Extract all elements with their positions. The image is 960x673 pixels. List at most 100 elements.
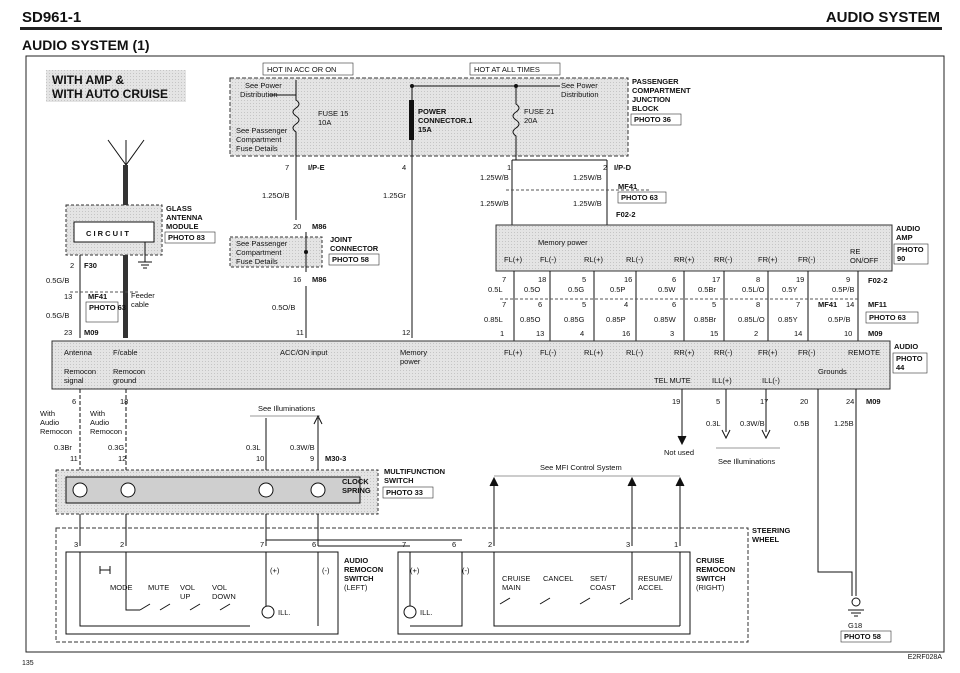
ground-symbol	[138, 242, 152, 269]
svg-text:PHOTO 58: PHOTO 58	[332, 255, 369, 264]
joint-connector: 20 M86 See Passenger Compartment Fuse De…	[229, 222, 380, 284]
page-number: 135	[22, 660, 34, 667]
section-title: AUDIO SYSTEM (1)	[22, 37, 150, 53]
amp-wire-color-bottom: 0.85P	[606, 315, 626, 324]
svg-text:2: 2	[120, 540, 124, 549]
amp-wire-color-top: 0.5L	[488, 285, 503, 294]
svg-text:PHOTO 58: PHOTO 58	[844, 632, 881, 641]
amp-pin-top: 16	[624, 275, 632, 284]
svg-text:0.3W/B: 0.3W/B	[290, 443, 315, 452]
svg-text:(RIGHT): (RIGHT)	[696, 583, 725, 592]
svg-text:CONNECTOR.1: CONNECTOR.1	[418, 116, 472, 125]
hot-always-label: HOT AT ALL TIMES	[474, 65, 540, 74]
amp-terminal-label: RL(+)	[584, 255, 603, 264]
svg-text:G18: G18	[848, 621, 862, 630]
amp-pin-mf41: 5	[712, 300, 716, 309]
svg-text:1.25W/B: 1.25W/B	[480, 199, 509, 208]
variant-label: WITH AMP & WITH AUTO CRUISE	[46, 70, 186, 102]
svg-text:Grounds: Grounds	[818, 367, 847, 376]
amp-wire-color-bottom: 0.5P/B	[828, 315, 851, 324]
svg-text:PHOTO 63: PHOTO 63	[869, 313, 906, 322]
audio-terminals: FL(+)FL(-)RL(+)RL(-)RR(+)RR(-)FR(+)FR(-)…	[504, 348, 880, 357]
audio-pin-m09: 13	[536, 329, 544, 338]
amp-pin-mf41: 4	[624, 300, 628, 309]
audio-terminal-label: RL(+)	[584, 348, 603, 357]
amp-wire-color-bottom: 0.85W	[654, 315, 677, 324]
pjb-photo: PHOTO 36	[634, 115, 671, 124]
svg-text:(+): (+)	[270, 566, 280, 575]
svg-text:3: 3	[626, 540, 630, 549]
glass-antenna-module: C I R C U I T GLASS ANTENNA MODULE PHOTO…	[65, 139, 216, 269]
svg-text:17: 17	[760, 397, 768, 406]
svg-text:M30-3: M30-3	[325, 454, 346, 463]
amp-pin-mf41: 6	[672, 300, 676, 309]
svg-text:See Power: See Power	[245, 81, 282, 90]
audio-pin-m09: 15	[710, 329, 718, 338]
svg-text:With: With	[40, 409, 55, 418]
svg-text:10: 10	[256, 454, 264, 463]
svg-text:6: 6	[452, 540, 456, 549]
amp-pin-top: 19	[796, 275, 804, 284]
amp-pin-mf41: 8	[756, 300, 760, 309]
svg-text:VOL: VOL	[180, 583, 195, 592]
svg-text:1.25W/B: 1.25W/B	[480, 173, 509, 182]
svg-text:Compartment: Compartment	[236, 135, 282, 144]
svg-text:0.3L: 0.3L	[706, 419, 721, 428]
audio-terminal-label: FR(+)	[758, 348, 778, 357]
svg-text:1: 1	[507, 163, 511, 172]
svg-text:(+): (+)	[410, 566, 420, 575]
svg-text:BLOCK: BLOCK	[632, 104, 659, 113]
svg-text:12: 12	[402, 328, 410, 337]
amp-pin-top: 8	[756, 275, 760, 284]
audio-terminal-label: FR(-)	[798, 348, 816, 357]
figure-code: E2RF028A	[907, 654, 942, 661]
svg-text:COAST: COAST	[590, 583, 616, 592]
svg-text:Remocon: Remocon	[90, 427, 122, 436]
svg-text:0.5B: 0.5B	[794, 419, 809, 428]
amp-memory-power: Memory power	[538, 238, 588, 247]
svg-text:0.3W/B: 0.3W/B	[740, 419, 765, 428]
svg-text:AUDIO: AUDIO	[344, 556, 368, 565]
svg-text:DOWN: DOWN	[212, 592, 236, 601]
connector-ipd: I/P-D	[614, 163, 632, 172]
amp-wire-color-top: 0.5P/B	[832, 285, 855, 294]
amp-pin-mf41: 7	[502, 300, 506, 309]
svg-text:6: 6	[312, 540, 316, 549]
amp-pin-top: 7	[502, 275, 506, 284]
svg-text:MODULE: MODULE	[166, 222, 199, 231]
svg-text:18: 18	[120, 397, 128, 406]
audio-terminal-label: RL(-)	[626, 348, 644, 357]
svg-text:ILL.: ILL.	[278, 608, 291, 617]
amp-wire-color-bottom: 0.85G	[564, 315, 585, 324]
audio-pin-m09: 2	[754, 329, 758, 338]
svg-text:Remocon: Remocon	[40, 427, 72, 436]
wire-ground-20	[817, 389, 853, 596]
svg-text:Fuse Details: Fuse Details	[236, 144, 278, 153]
svg-text:MF41: MF41	[818, 300, 837, 309]
svg-text:F/cable: F/cable	[113, 348, 138, 357]
svg-text:CRUISE: CRUISE	[502, 574, 530, 583]
svg-text:STEERING: STEERING	[752, 526, 791, 535]
svg-text:(-): (-)	[322, 566, 330, 575]
svg-text:4: 4	[402, 163, 406, 172]
audio-pin-m09: 10	[844, 329, 852, 338]
amp-pin-mf41: 5	[582, 300, 586, 309]
connector-ipe: I/P-E	[308, 163, 325, 172]
svg-text:1.25B: 1.25B	[834, 419, 854, 428]
not-used-label: Not used	[664, 448, 694, 457]
svg-text:Remocon: Remocon	[64, 367, 96, 376]
svg-text:cable: cable	[131, 300, 149, 309]
audio-terminal-label: FL(-)	[540, 348, 557, 357]
svg-text:signal: signal	[64, 376, 84, 385]
svg-text:9: 9	[310, 454, 314, 463]
svg-text:1.25W/B: 1.25W/B	[573, 173, 602, 182]
svg-text:M86: M86	[312, 275, 327, 284]
svg-text:MUTE: MUTE	[148, 583, 169, 592]
passenger-junction-block: HOT IN ACC OR ON HOT AT ALL TIMES See Po…	[229, 62, 691, 160]
amp-terminal-label: ON/OFF	[850, 256, 879, 265]
svg-text:Audio: Audio	[90, 418, 109, 427]
svg-text:SWITCH: SWITCH	[696, 574, 726, 583]
